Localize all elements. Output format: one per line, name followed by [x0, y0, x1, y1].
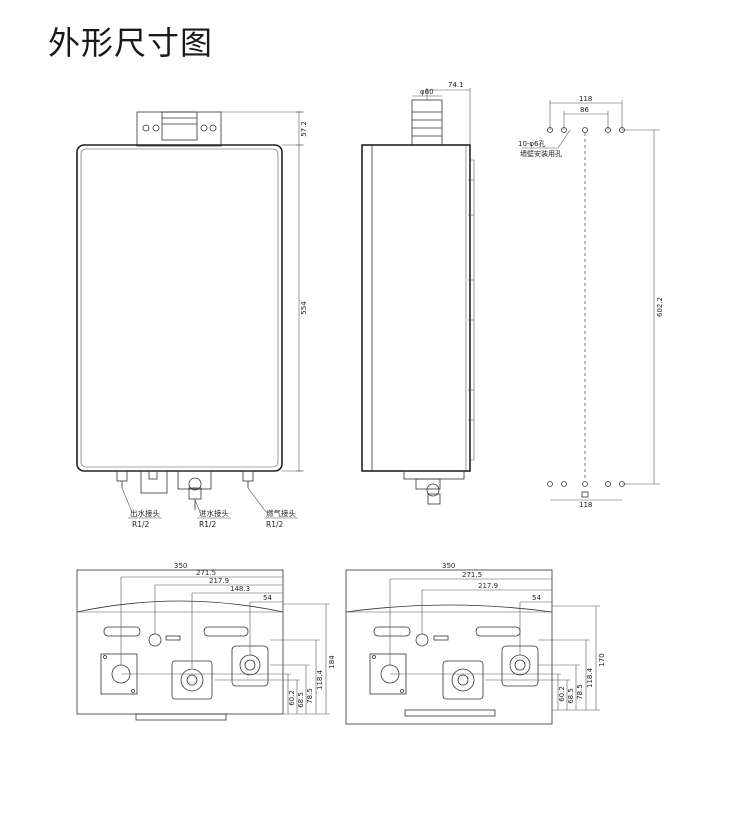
- side-view: 74.1 φ60: [361, 81, 475, 505]
- mount-hole-note-sub: 墙壁安装用孔: [520, 149, 562, 158]
- dim-bl-depth: 184: [328, 655, 336, 669]
- dim-mount-bottom: 118: [579, 501, 592, 509]
- dim-bl-v3: 68.5: [297, 692, 305, 708]
- outlet-size-cold-water: R1/2: [199, 520, 217, 529]
- outlet-label-gas: 燃气接头: [266, 508, 296, 518]
- front-bottom-fittings: [116, 470, 254, 510]
- bottom-left-outline: [76, 569, 284, 715]
- dim-bl-c: 148.3: [230, 585, 250, 593]
- bottom-right-outline: [345, 569, 553, 725]
- mount-hole-view: 118 86 602.2 118 10-φ6孔 墙壁安装用孔: [518, 95, 664, 509]
- dim-bl-d: 54: [263, 594, 272, 602]
- dim-bl-width: 350: [174, 562, 187, 570]
- bottom-view-left: 350 271.5 217.9 148.3 54 184 118.4 78.5 …: [76, 562, 336, 721]
- front-body: [76, 144, 283, 472]
- dim-br-v1: 118.4: [586, 667, 594, 688]
- front-flue-collar: [161, 111, 198, 141]
- side-bottom-fitting: [403, 470, 465, 505]
- dim-flue-offset-74-1: 74.1: [448, 81, 464, 89]
- outlet-size-gas: R1/2: [266, 520, 284, 529]
- dim-height-554: 554: [300, 301, 308, 315]
- front-view: 57.2 554 出水接头 R1/2 进水接头 R1/2 燃气接头 R1/2: [76, 111, 308, 529]
- dim-bl-v2: 78.5: [306, 688, 314, 704]
- dim-br-v3: 68.5: [567, 688, 575, 704]
- page-title: 外形尺寸图: [48, 24, 214, 62]
- dim-bl-v4: 60.2: [288, 690, 296, 706]
- dim-bl-v1: 118.4: [316, 669, 324, 690]
- dim-br-d: 54: [532, 594, 541, 602]
- bottom-view-right: 350 271.5 217.9 54 170 118.4 78.5 68.5 6…: [345, 562, 606, 725]
- dim-mount-hole-spacing: 602.2: [656, 297, 664, 317]
- side-flue-pipe: [411, 99, 443, 146]
- outlet-label-hot-water: 出水接头: [130, 508, 160, 518]
- dim-bl-b: 217.9: [209, 577, 229, 585]
- outlet-label-cold-water: 进水接头: [199, 508, 229, 518]
- dim-br-v2: 78.5: [576, 684, 584, 700]
- dim-br-width: 350: [442, 562, 455, 570]
- dim-br-a: 271.5: [462, 571, 482, 579]
- dim-br-v4: 60.2: [558, 686, 566, 702]
- side-body: [361, 144, 471, 472]
- dim-br-depth: 170: [598, 653, 606, 666]
- dim-bl-a: 271.5: [196, 569, 216, 577]
- dim-br-b: 217.9: [478, 582, 498, 590]
- mount-hole-note: 10-φ6孔: [518, 140, 546, 148]
- dim-bracket-57-2: 57.2: [300, 121, 308, 137]
- outlet-size-hot-water: R1/2: [132, 520, 150, 529]
- dim-flue-diameter: φ60: [420, 88, 434, 96]
- dim-mount-top-outer: 118: [579, 95, 592, 103]
- dim-mount-top-inner: 86: [580, 106, 589, 114]
- front-mount-bracket: [136, 111, 222, 147]
